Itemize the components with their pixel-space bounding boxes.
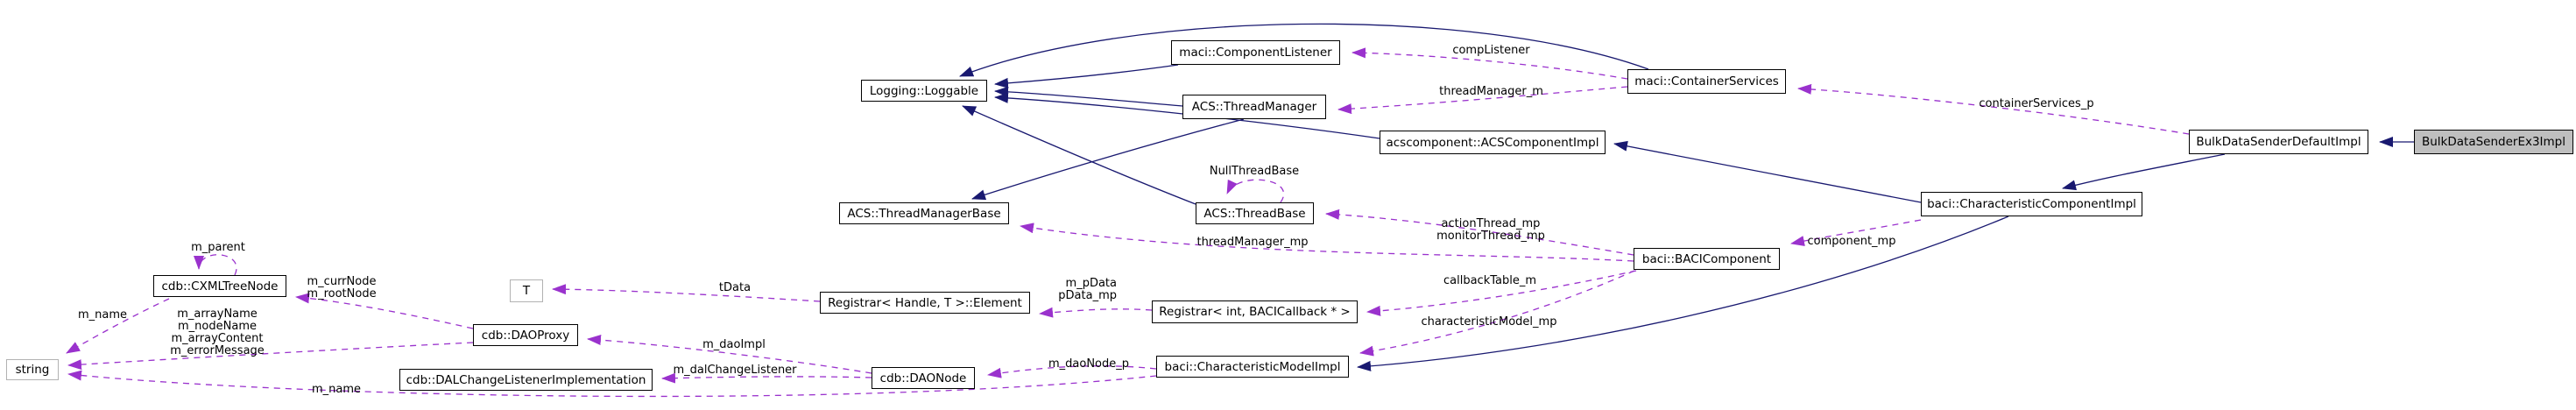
node-maci-containerservices[interactable]: maci::ContainerServices bbox=[1627, 69, 1786, 94]
edge-actionthread-member bbox=[1325, 209, 1634, 256]
node-string: string bbox=[6, 359, 59, 380]
edge-label-m-errormessage: m_errorMessage bbox=[170, 344, 265, 357]
edge-threadmanager-to-loggable bbox=[994, 86, 1183, 107]
edge-nullthreadbase-selfloop bbox=[1226, 179, 1284, 203]
edge-charcomponentimpl-to-acscomponentimpl bbox=[1613, 140, 1922, 203]
edge-daoimpl-member bbox=[587, 335, 872, 374]
edge-label-actionthread-mp: actionThread_mp bbox=[1441, 217, 1541, 230]
edge-label-m-daoimpl: m_daoImpl bbox=[702, 338, 766, 351]
node-registrar-handle-t-element[interactable]: Registrar< Handle, T >::Element bbox=[820, 292, 1030, 314]
edge-label-m-pdata: m_pData bbox=[1065, 277, 1117, 290]
edge-label-threadmanager-m: threadManager_m bbox=[1439, 85, 1543, 98]
node-baci-characteristiccomponentimpl[interactable]: baci::CharacteristicComponentImpl bbox=[1921, 192, 2142, 216]
node-acs-threadbase[interactable]: ACS::ThreadBase bbox=[1196, 202, 1314, 224]
edge-callbacktable-member bbox=[1366, 270, 1637, 316]
edge-label-m-daonode-p: m_daoNode_p bbox=[1048, 357, 1129, 371]
edge-label-m-nodename: m_nodeName bbox=[178, 320, 257, 333]
edge-label-callbacktable-m: callbackTable_m bbox=[1443, 274, 1536, 287]
node-maci-componentlistener[interactable]: maci::ComponentListener bbox=[1171, 40, 1340, 65]
edge-mparent-selfloop bbox=[194, 254, 237, 276]
edge-label-component-mp: component_mp bbox=[1807, 235, 1896, 248]
node-baci-characteristicmodelimpl[interactable]: baci::CharacteristicModelImpl bbox=[1156, 356, 1349, 378]
edge-threadmanager-to-threadmanagerbase bbox=[971, 118, 1245, 201]
edge-mname-model-member bbox=[67, 370, 1157, 398]
edge-label-m-name-tree: m_name bbox=[77, 308, 128, 322]
edge-label-characteristicmodel-mp: characteristicModel_mp bbox=[1421, 315, 1557, 329]
edge-label-threadmanager-mp: threadManager_mp bbox=[1196, 236, 1309, 249]
edge-threadmanager-member bbox=[1337, 86, 1628, 115]
edge-label-tdata: tData bbox=[718, 281, 752, 294]
node-logging-loggable[interactable]: Logging::Loggable bbox=[861, 80, 987, 102]
edge-containerservices-member bbox=[1797, 83, 2190, 135]
edge-mname-tree-member bbox=[66, 298, 170, 354]
edge-label-m-parent: m_parent bbox=[191, 241, 245, 254]
edge-containerservices-to-loggable bbox=[959, 23, 1649, 77]
edge-label-nullthreadbase: NullThreadBase bbox=[1209, 165, 1300, 178]
edge-currnode-member bbox=[295, 293, 474, 329]
edge-characteristicmodel-member bbox=[1359, 270, 1635, 357]
edge-dalchangelistener-member bbox=[661, 372, 872, 384]
edge-label-actionthread-monitorthread: actionThread_mp monitorThread_mp bbox=[1435, 218, 1547, 243]
edge-label-m-dalchangelistener: m_dalChangeListener bbox=[673, 364, 797, 377]
edge-charcomponentimpl-to-charmodelimpl bbox=[1357, 216, 2009, 371]
edge-threadbase-to-loggable bbox=[962, 105, 1196, 205]
node-cdb-dalchangelistenerimplementation[interactable]: cdb::DALChangeListenerImplementation bbox=[399, 369, 653, 391]
node-registrar-int-bacicallback[interactable]: Registrar< int, BACICallback * > bbox=[1152, 300, 1358, 323]
edge-pdata-member bbox=[1039, 307, 1153, 318]
node-acs-threadmanagerbase[interactable]: ACS::ThreadManagerBase bbox=[839, 202, 1009, 224]
edge-label-daoproxy-strings: m_arrayName m_nodeName m_arrayContent m_… bbox=[168, 308, 266, 357]
edge-label-pdata: m_pData pData_mp bbox=[1055, 278, 1117, 302]
edge-daoproxy-strings-member bbox=[67, 342, 474, 371]
edge-label-pdata-mp: pData_mp bbox=[1058, 289, 1117, 302]
edge-label-m-currnode: m_currNode bbox=[307, 275, 377, 288]
edge-label-containerservices-p: containerServices_p bbox=[1979, 97, 2094, 110]
node-baci-bacicomponent[interactable]: baci::BACIComponent bbox=[1634, 248, 1780, 270]
edge-label-m-arraycontent: m_arrayContent bbox=[171, 332, 264, 345]
edge-bulkdefault-to-charcomponentimpl bbox=[2062, 153, 2226, 191]
edge-componentmp-member bbox=[1790, 219, 1922, 246]
node-acscomponent-acscomponentimpl[interactable]: acscomponent::ACSComponentImpl bbox=[1380, 131, 1606, 154]
edge-componentlistener-to-loggable bbox=[994, 64, 1179, 88]
edge-label-m-arrayname: m_arrayName bbox=[177, 308, 258, 321]
node-cdb-daoproxy[interactable]: cdb::DAOProxy bbox=[473, 324, 578, 346]
edge-daonode-member bbox=[987, 365, 1157, 378]
node-cdb-daonode[interactable]: cdb::DAONode bbox=[872, 367, 975, 389]
node-template-param-t: T bbox=[510, 279, 543, 302]
edge-label-m-rootnode: m_rootNode bbox=[307, 287, 377, 300]
node-cdb-cxmltreenode[interactable]: cdb::CXMLTreeNode bbox=[153, 275, 286, 297]
node-bulkdatasenderex3impl: BulkDataSenderEx3Impl bbox=[2414, 130, 2573, 154]
edge-tdata-member bbox=[552, 284, 821, 302]
edge-acscomponentimpl-to-loggable bbox=[994, 92, 1380, 139]
node-bulkdatasenderdefaultimpl[interactable]: BulkDataSenderDefaultImpl bbox=[2189, 130, 2368, 154]
edge-complistener-member bbox=[1352, 47, 1628, 80]
edge-label-complistener: compListener bbox=[1452, 44, 1530, 57]
edge-label-m-name-model: m_name bbox=[311, 383, 362, 396]
edge-label-currnode-rootnode: m_currNode m_rootNode bbox=[305, 276, 378, 300]
edge-label-monitorthread-mp: monitorThread_mp bbox=[1436, 230, 1545, 243]
edge-threadmanagermp-member bbox=[1020, 223, 1634, 262]
node-acs-threadmanager[interactable]: ACS::ThreadManager bbox=[1182, 95, 1326, 119]
